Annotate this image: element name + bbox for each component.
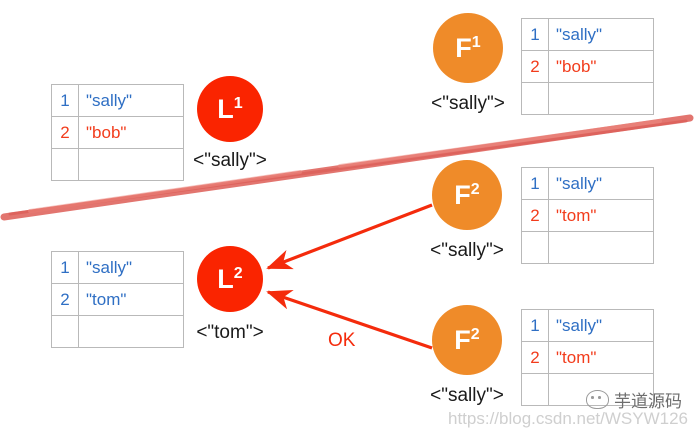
table-row: [521, 231, 654, 264]
cell-value: "tom": [548, 199, 654, 232]
cell-value: "sally": [548, 18, 654, 51]
cell-index: [521, 373, 549, 406]
cell-index: 1: [51, 251, 79, 284]
cell-value: "bob": [548, 50, 654, 83]
table-row: [51, 148, 184, 181]
cell-index: 2: [521, 199, 549, 232]
table-row: [521, 82, 654, 115]
cell-value: [548, 231, 654, 264]
watermark-brand-text: 芋道源码: [614, 392, 682, 411]
node-follower-f1[interactable]: F1: [433, 13, 503, 83]
node-caption-f1: <"sally">: [431, 93, 505, 114]
cell-value: "tom": [548, 341, 654, 374]
ok-annotation: OK: [328, 330, 356, 351]
node-caption-f2-lower: <"sally">: [430, 385, 504, 406]
cell-value: "sally": [548, 167, 654, 200]
node-label-f2-lower: F2: [454, 324, 480, 355]
cell-index: 1: [51, 84, 79, 117]
node-caption-l1: <"sally">: [193, 150, 267, 171]
node-leader-l2[interactable]: L2: [197, 246, 263, 312]
watermark-url: https://blog.csdn.net/WSYW126: [448, 409, 689, 428]
node-caption-l2: <"tom">: [196, 322, 264, 343]
node-follower-f2-lower[interactable]: F2: [432, 305, 502, 375]
node-label-l1: L1: [217, 93, 243, 124]
cell-index: 1: [521, 167, 549, 200]
node-follower-f2-upper[interactable]: F2: [432, 160, 502, 230]
table-row: 1 "sally": [521, 18, 654, 51]
table-row: 2 "tom": [51, 283, 184, 316]
table-row: 2 "tom": [521, 341, 654, 374]
cell-index: 2: [51, 116, 79, 149]
table-row: 2 "tom": [521, 199, 654, 232]
log-table-l1: 1 "sally" 2 "bob": [51, 84, 184, 181]
cell-index: [51, 315, 79, 348]
cell-index: [521, 231, 549, 264]
cell-value: [78, 148, 184, 181]
node-label-l2: L2: [217, 263, 243, 294]
cell-index: [521, 82, 549, 115]
cell-value: "sally": [78, 84, 184, 117]
table-row: [51, 315, 184, 348]
cell-index: 2: [51, 283, 79, 316]
cell-index: 1: [521, 18, 549, 51]
cell-index: 2: [521, 341, 549, 374]
arrow-f2a-to-l2: [266, 203, 433, 270]
node-label-f2-upper: F2: [454, 179, 480, 210]
cell-value: "tom": [78, 283, 184, 316]
cell-value: [78, 315, 184, 348]
cell-value: [548, 82, 654, 115]
node-label-f1: F1: [455, 32, 481, 63]
log-table-f1: 1 "sally" 2 "bob": [521, 18, 654, 115]
table-row: 1 "sally": [51, 84, 184, 117]
node-leader-l1[interactable]: L1: [197, 76, 263, 142]
node-caption-f2-upper: <"sally">: [430, 240, 504, 261]
cell-value: "sally": [548, 309, 654, 342]
cell-index: 1: [521, 309, 549, 342]
cell-index: 2: [521, 50, 549, 83]
log-table-l2: 1 "sally" 2 "tom": [51, 251, 184, 348]
table-row: 1 "sally": [521, 309, 654, 342]
table-row: 2 "bob": [521, 50, 654, 83]
cell-value: "sally": [78, 251, 184, 284]
wechat-icon: [586, 390, 609, 409]
watermark-brand: 芋道源码: [586, 387, 682, 412]
table-row: 1 "sally": [51, 251, 184, 284]
cell-index: [51, 148, 79, 181]
table-row: 1 "sally": [521, 167, 654, 200]
cell-value: "bob": [78, 116, 184, 149]
table-row: 2 "bob": [51, 116, 184, 149]
log-table-f2-upper: 1 "sally" 2 "tom": [521, 167, 654, 264]
